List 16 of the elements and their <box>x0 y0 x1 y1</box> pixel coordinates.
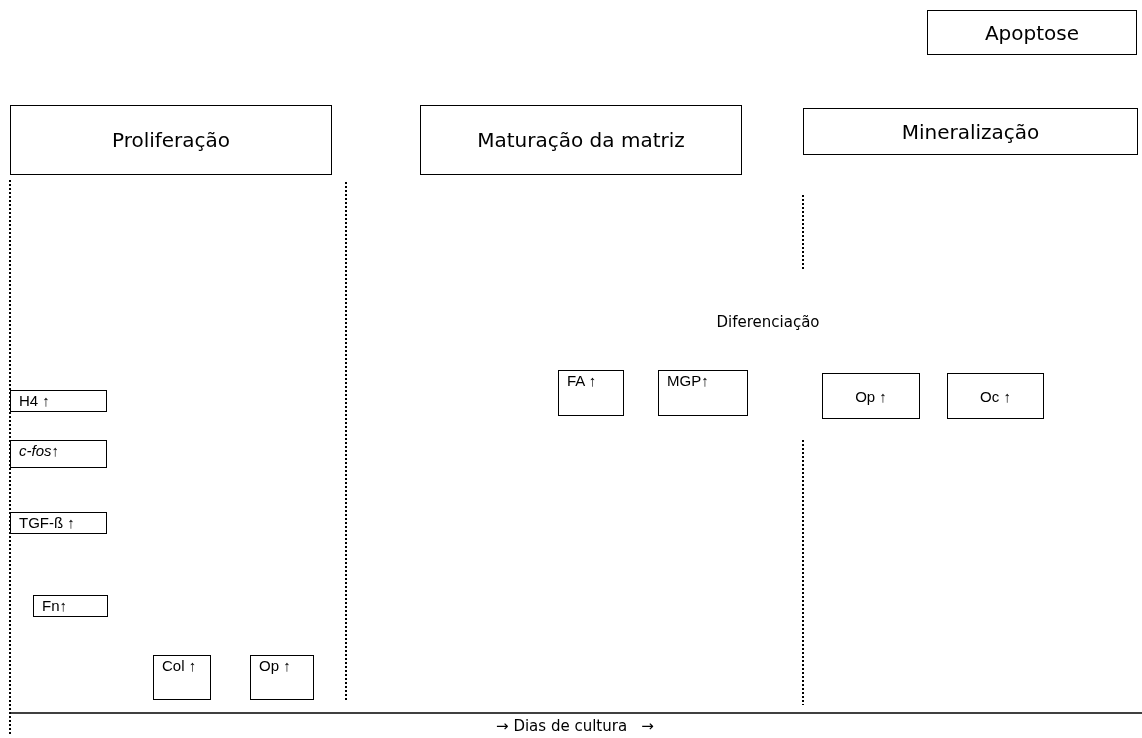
phase-box: Mineralização <box>803 108 1138 155</box>
marker-box: TGF-ß ↑ <box>10 512 107 534</box>
marker-box: H4 ↑ <box>10 390 107 412</box>
marker-box: Fn↑ <box>33 595 108 617</box>
phase-label: Diferenciação <box>716 313 820 331</box>
marker-box: MGP↑ <box>658 370 748 416</box>
axis-label: → Dias de cultura → <box>496 717 654 735</box>
marker-box: Col ↑ <box>153 655 211 700</box>
marker-box: Op ↑ <box>822 373 920 419</box>
marker-box: Oc ↑ <box>947 373 1044 419</box>
marker-box: c-fos↑ <box>10 440 107 468</box>
marker-box: FA ↑ <box>558 370 624 416</box>
phase-box: Maturação da matriz <box>420 105 742 175</box>
phase-box: Apoptose <box>927 10 1137 55</box>
marker-box: Op ↑ <box>250 655 314 700</box>
phase-box: Proliferação <box>10 105 332 175</box>
